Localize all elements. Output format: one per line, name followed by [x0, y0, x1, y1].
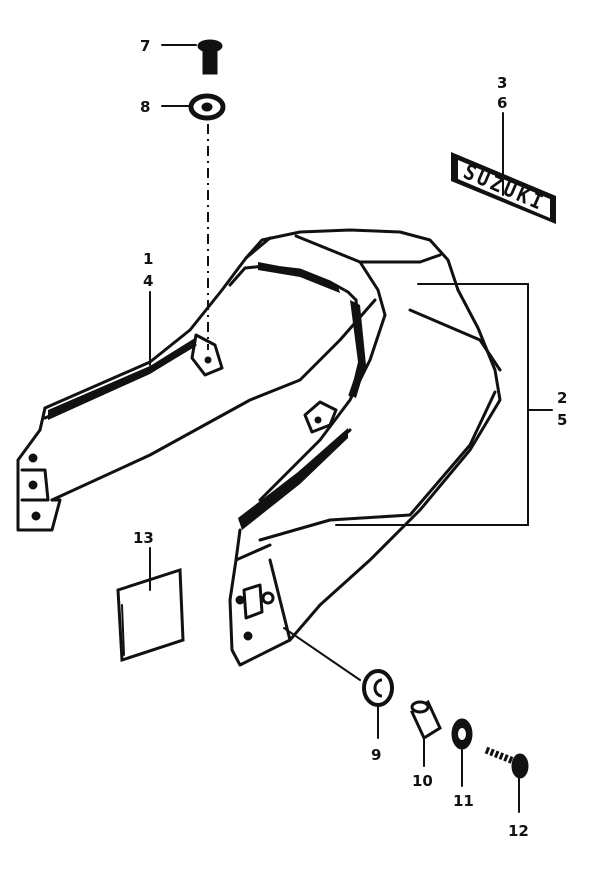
callout-11: 11 [453, 792, 474, 810]
callout-12: 12 [508, 822, 529, 840]
part-9-grommet [362, 669, 394, 739]
callout-3: 3 [497, 74, 507, 92]
callout-1: 1 [143, 250, 153, 268]
part-11-washer [451, 718, 473, 787]
emblem-text: SUZUKI [460, 159, 550, 216]
part-7-screw [161, 39, 223, 75]
callout-9: 9 [371, 746, 381, 764]
callout-7: 7 [140, 37, 150, 55]
part-10-collar [410, 699, 442, 767]
leader-rear-face [283, 627, 361, 681]
part-8-washer [161, 93, 226, 121]
callout-2: 2 [557, 389, 567, 407]
part-1-left-cover [16, 236, 377, 532]
callout-4: 4 [143, 272, 153, 290]
callout-6: 6 [497, 94, 507, 112]
part-12-bolt [484, 746, 529, 813]
callout-5: 5 [557, 411, 567, 429]
part-2-tail-cover [228, 228, 502, 667]
callout-8: 8 [140, 98, 150, 116]
callout-13: 13 [133, 529, 154, 547]
leader-2 [335, 283, 529, 526]
part-13-label [116, 567, 185, 663]
callout-10: 10 [412, 772, 433, 790]
